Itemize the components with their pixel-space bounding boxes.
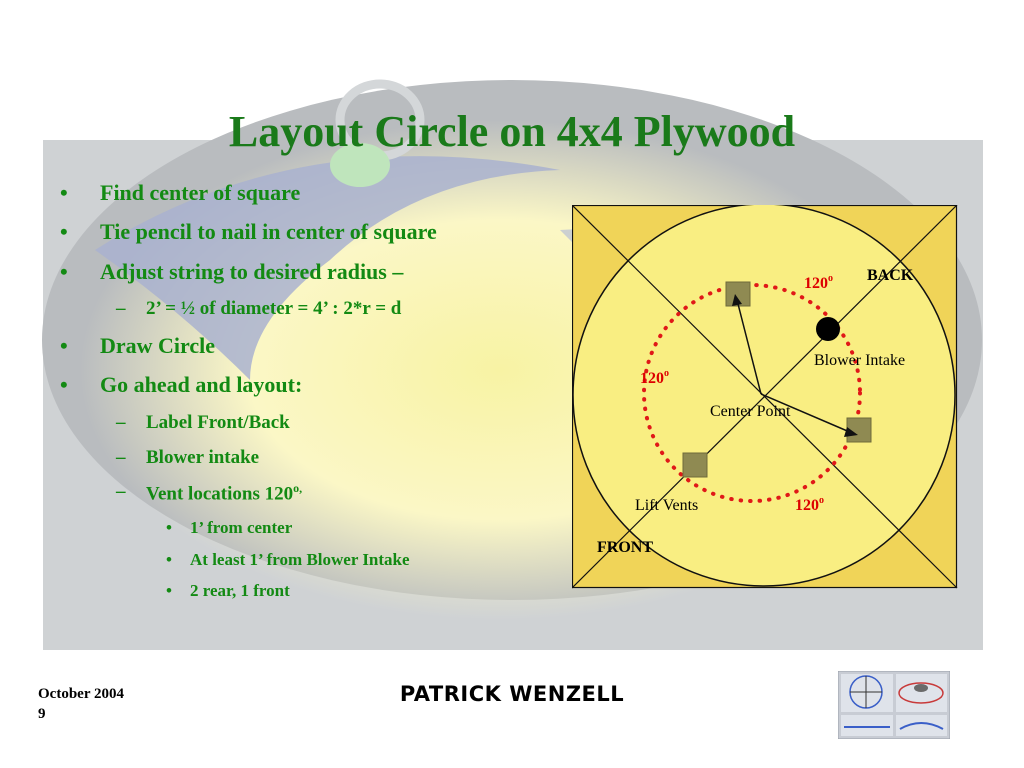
vent-locations-text: Vent locations 120 bbox=[146, 483, 294, 505]
back-label: BACK bbox=[867, 267, 914, 284]
arrow-head bbox=[844, 427, 858, 437]
lift-vent-square bbox=[682, 452, 708, 478]
sub-bullet-item-vent-locations: Vent locations 120o, bbox=[58, 481, 558, 506]
slide-title: Layout Circle on 4x4 Plywood bbox=[228, 107, 796, 156]
bullet-item: Go ahead and layout: bbox=[58, 372, 558, 399]
angle-value: 120 bbox=[804, 275, 828, 292]
blower-intake-label: Blower Intake bbox=[814, 352, 905, 369]
sub-sub-bullet-item: 2 rear, 1 front bbox=[58, 581, 558, 602]
angle-label-bottom: 120o bbox=[795, 495, 824, 514]
bullet-item: Tie pencil to nail in center of square bbox=[58, 219, 558, 246]
arrow-head bbox=[732, 294, 742, 306]
bullet-list: Find center of square Tie pencil to nail… bbox=[58, 180, 558, 613]
degree-sign: o bbox=[828, 273, 833, 284]
radius-arrow bbox=[736, 299, 762, 395]
bullet-item: Adjust string to desired radius – bbox=[58, 259, 558, 286]
footer-date-page: October 2004 9 bbox=[38, 684, 124, 724]
sub-sub-bullet-item: 1’ from center bbox=[58, 518, 558, 539]
angle-value: 120 bbox=[795, 497, 819, 514]
hovercraft-drawing-thumbnail bbox=[838, 671, 950, 739]
sub-bullet-item: Blower intake bbox=[58, 447, 558, 470]
diagonal-line bbox=[572, 205, 958, 589]
angle-value: 120 bbox=[640, 370, 664, 387]
degree-sign: o bbox=[819, 495, 824, 506]
bullet-item: Find center of square bbox=[58, 180, 558, 207]
footer-date: October 2004 bbox=[38, 686, 124, 702]
lift-vents-label: Lift Vents bbox=[635, 497, 698, 514]
angle-label-top: 120o bbox=[804, 273, 833, 292]
angle-label-left: 120o bbox=[640, 368, 669, 387]
footer-author: PATRICK WENZELL bbox=[399, 682, 625, 706]
front-label: FRONT bbox=[597, 539, 653, 556]
plywood-layout-diagram: BACK FRONT Blower Intake Center Point Li… bbox=[572, 205, 958, 589]
sub-sub-bullet-item: At least 1’ from Blower Intake bbox=[58, 550, 558, 571]
radius-arrow bbox=[760, 393, 853, 434]
blower-intake-circle bbox=[816, 317, 840, 341]
page-number: 9 bbox=[38, 706, 46, 722]
sub-bullet-item: 2’ = ½ of diameter = 4’ : 2*r = d bbox=[58, 298, 558, 321]
sub-bullet-item: Label Front/Back bbox=[58, 412, 558, 435]
degree-superscript: o, bbox=[293, 481, 303, 496]
center-point-label: Center Point bbox=[710, 403, 791, 420]
degree-sign: o bbox=[664, 368, 669, 379]
vent-dotted-circle bbox=[642, 283, 862, 503]
bullet-item: Draw Circle bbox=[58, 333, 558, 360]
